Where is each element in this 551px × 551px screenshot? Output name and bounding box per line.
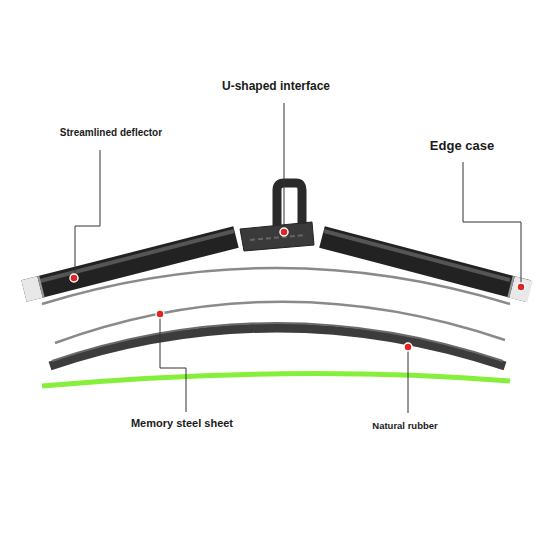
part-label: Edge case	[430, 138, 494, 154]
markers	[70, 228, 525, 351]
connector-ribs	[250, 235, 306, 240]
end-cap	[24, 287, 40, 291]
part-label: Streamlined deflector	[60, 127, 162, 139]
part-label: Memory steel sheet	[131, 417, 233, 430]
leader-line	[75, 150, 100, 276]
leader-line	[408, 347, 409, 413]
part-label: U-shaped interface	[222, 79, 330, 93]
connector-base	[240, 222, 314, 251]
part-label: Natural rubber	[372, 420, 437, 431]
steel-sheet	[42, 268, 510, 304]
rubber-highlight	[52, 323, 503, 361]
marker-dot	[517, 283, 525, 291]
leader-line	[463, 162, 521, 285]
u-hook	[277, 183, 302, 226]
end-cap-seam	[40, 276, 42, 299]
green-strip	[42, 374, 510, 386]
u-connector	[240, 183, 314, 251]
marker-dot	[70, 274, 78, 282]
marker-dot	[404, 343, 412, 351]
deflector-highlight	[40, 231, 234, 281]
marker-dot	[156, 310, 164, 318]
leader-line	[284, 103, 285, 230]
end-cap-seam	[510, 276, 512, 299]
leader-lines	[75, 103, 521, 413]
rubber-strip	[50, 328, 505, 366]
marker-dot	[280, 228, 288, 236]
leader-line	[160, 316, 186, 412]
